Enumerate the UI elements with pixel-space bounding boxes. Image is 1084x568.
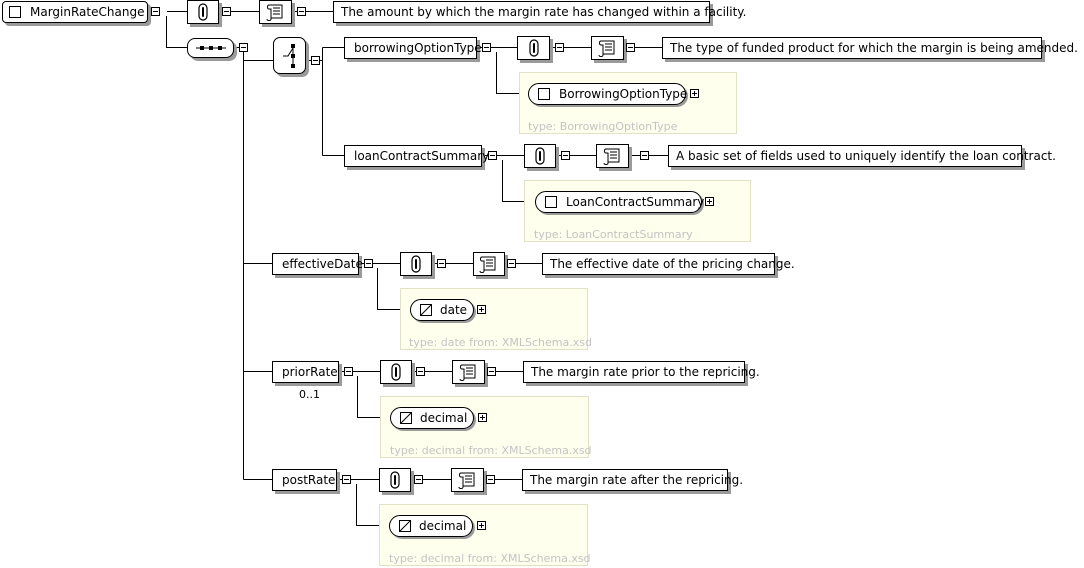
collapse-toggle-icon[interactable] — [482, 43, 491, 52]
annotation-icon — [390, 471, 400, 489]
simple-type-icon — [420, 304, 432, 316]
annotation-node[interactable] — [187, 0, 219, 24]
expand-toggle-icon[interactable] — [477, 305, 486, 314]
documentation-node[interactable] — [473, 252, 505, 276]
type-reference-node[interactable]: decimal — [390, 407, 474, 429]
documentation-node[interactable] — [451, 468, 484, 492]
documentation-scroll-icon — [598, 40, 614, 57]
type-reference-node[interactable]: decimal — [389, 515, 473, 537]
element-node-borrowing-option-type[interactable]: borrowingOptionType — [344, 37, 482, 59]
type-reference-node[interactable]: BorrowingOptionType — [528, 83, 687, 105]
annotation-node[interactable] — [380, 360, 412, 384]
type-label: type: date from: XMLSchema.xsd — [409, 336, 592, 349]
documentation-text: The type of funded product for which the… — [662, 37, 1078, 59]
annotation-icon — [198, 3, 208, 21]
collapse-toggle-icon[interactable] — [555, 43, 564, 52]
documentation-scroll-icon — [459, 364, 475, 381]
documentation-text: The effective date of the pricing change… — [542, 253, 795, 275]
documentation-scroll-icon — [458, 472, 474, 489]
type-label: type: decimal from: XMLSchema.xsd — [389, 552, 591, 565]
documentation-text: A basic set of fields used to uniquely i… — [668, 145, 1056, 167]
simple-type-icon — [400, 412, 412, 424]
annotation-icon — [535, 147, 545, 165]
collapse-toggle-icon[interactable] — [344, 367, 353, 376]
collapse-toggle-icon[interactable] — [222, 7, 231, 16]
collapse-toggle-icon[interactable] — [486, 475, 495, 484]
choice-compositor-node[interactable] — [273, 37, 306, 74]
root-element-node[interactable]: MarginRateChange — [2, 1, 148, 23]
complex-type-icon — [538, 88, 550, 100]
documentation-node[interactable] — [591, 36, 624, 60]
sequence-icon — [195, 46, 226, 50]
collapse-toggle-icon[interactable] — [416, 367, 425, 376]
collapse-toggle-icon[interactable] — [488, 151, 497, 160]
annotation-icon — [528, 39, 539, 57]
annotation-icon — [391, 363, 401, 381]
documentation-scroll-icon — [479, 256, 496, 273]
collapse-toggle-icon[interactable] — [487, 367, 496, 376]
root-element-label: MarginRateChange — [30, 5, 145, 19]
collapse-toggle-icon[interactable] — [311, 56, 320, 65]
documentation-node[interactable] — [596, 144, 629, 168]
sequence-compositor-node[interactable] — [187, 38, 234, 58]
element-node-post-rate[interactable]: postRate — [272, 469, 337, 491]
collapse-toggle-icon[interactable] — [297, 7, 306, 16]
documentation-scroll-icon — [266, 4, 282, 21]
collapse-toggle-icon[interactable] — [561, 151, 570, 160]
element-checkbox-icon — [9, 6, 21, 18]
expand-toggle-icon[interactable] — [477, 521, 486, 530]
collapse-toggle-icon[interactable] — [437, 259, 446, 268]
type-label: type: BorrowingOptionType — [528, 120, 678, 133]
expand-toggle-icon[interactable] — [690, 89, 699, 98]
annotation-node[interactable] — [524, 144, 556, 168]
collapse-toggle-icon[interactable] — [342, 475, 351, 484]
annotation-icon — [411, 255, 421, 273]
collapse-toggle-icon[interactable] — [364, 259, 373, 268]
root-documentation-text: The amount by which the margin rate has … — [333, 1, 746, 23]
documentation-node[interactable] — [452, 360, 485, 384]
type-reference-node[interactable]: date — [410, 299, 474, 321]
documentation-text: The margin rate after the repricing. — [522, 469, 743, 491]
annotation-node[interactable] — [379, 468, 411, 492]
complex-type-icon — [545, 196, 557, 208]
expand-toggle-icon[interactable] — [478, 413, 487, 422]
collapse-toggle-icon[interactable] — [507, 259, 516, 268]
element-node-prior-rate[interactable]: priorRate — [272, 361, 339, 383]
type-label: type: decimal from: XMLSchema.xsd — [390, 444, 592, 457]
collapse-toggle-icon[interactable] — [239, 43, 248, 52]
element-node-effective-date[interactable]: effectiveDate — [272, 253, 363, 275]
documentation-node[interactable] — [259, 0, 292, 24]
expand-toggle-icon[interactable] — [705, 197, 714, 206]
collapse-toggle-icon[interactable] — [626, 43, 635, 52]
simple-type-icon — [399, 520, 411, 532]
documentation-scroll-icon — [603, 148, 619, 165]
annotation-node[interactable] — [400, 252, 432, 276]
cardinality-label: 0..1 — [299, 388, 320, 401]
collapse-toggle-icon[interactable] — [640, 151, 649, 160]
element-node-loan-contract-summary[interactable]: loanContractSummary — [344, 145, 489, 167]
collapse-toggle-icon[interactable] — [414, 475, 423, 484]
collapse-toggle-icon[interactable] — [151, 7, 160, 16]
type-label: type: LoanContractSummary — [534, 228, 693, 241]
annotation-node[interactable] — [517, 36, 550, 60]
type-reference-node[interactable]: LoanContractSummary — [535, 191, 704, 213]
documentation-text: The margin rate prior to the repricing. — [523, 361, 760, 383]
choice-icon — [282, 43, 295, 68]
